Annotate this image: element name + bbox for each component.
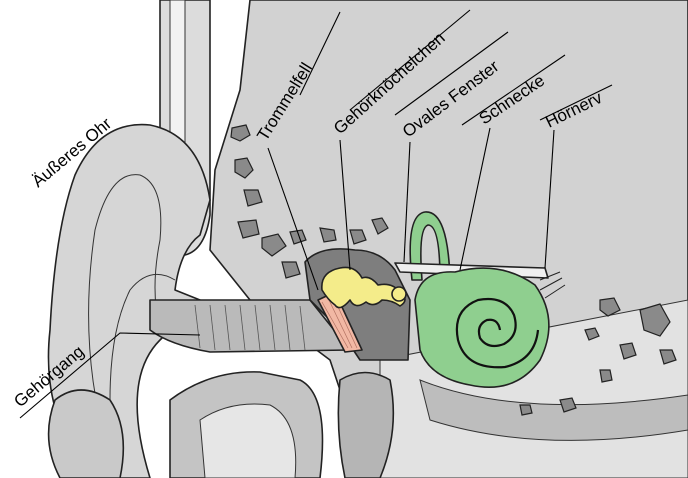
pinna-lower xyxy=(49,390,124,478)
lower-bone-core xyxy=(200,404,296,478)
cochlea xyxy=(415,268,549,387)
mastoid-process xyxy=(338,373,393,478)
stapes-footplate xyxy=(392,287,406,301)
